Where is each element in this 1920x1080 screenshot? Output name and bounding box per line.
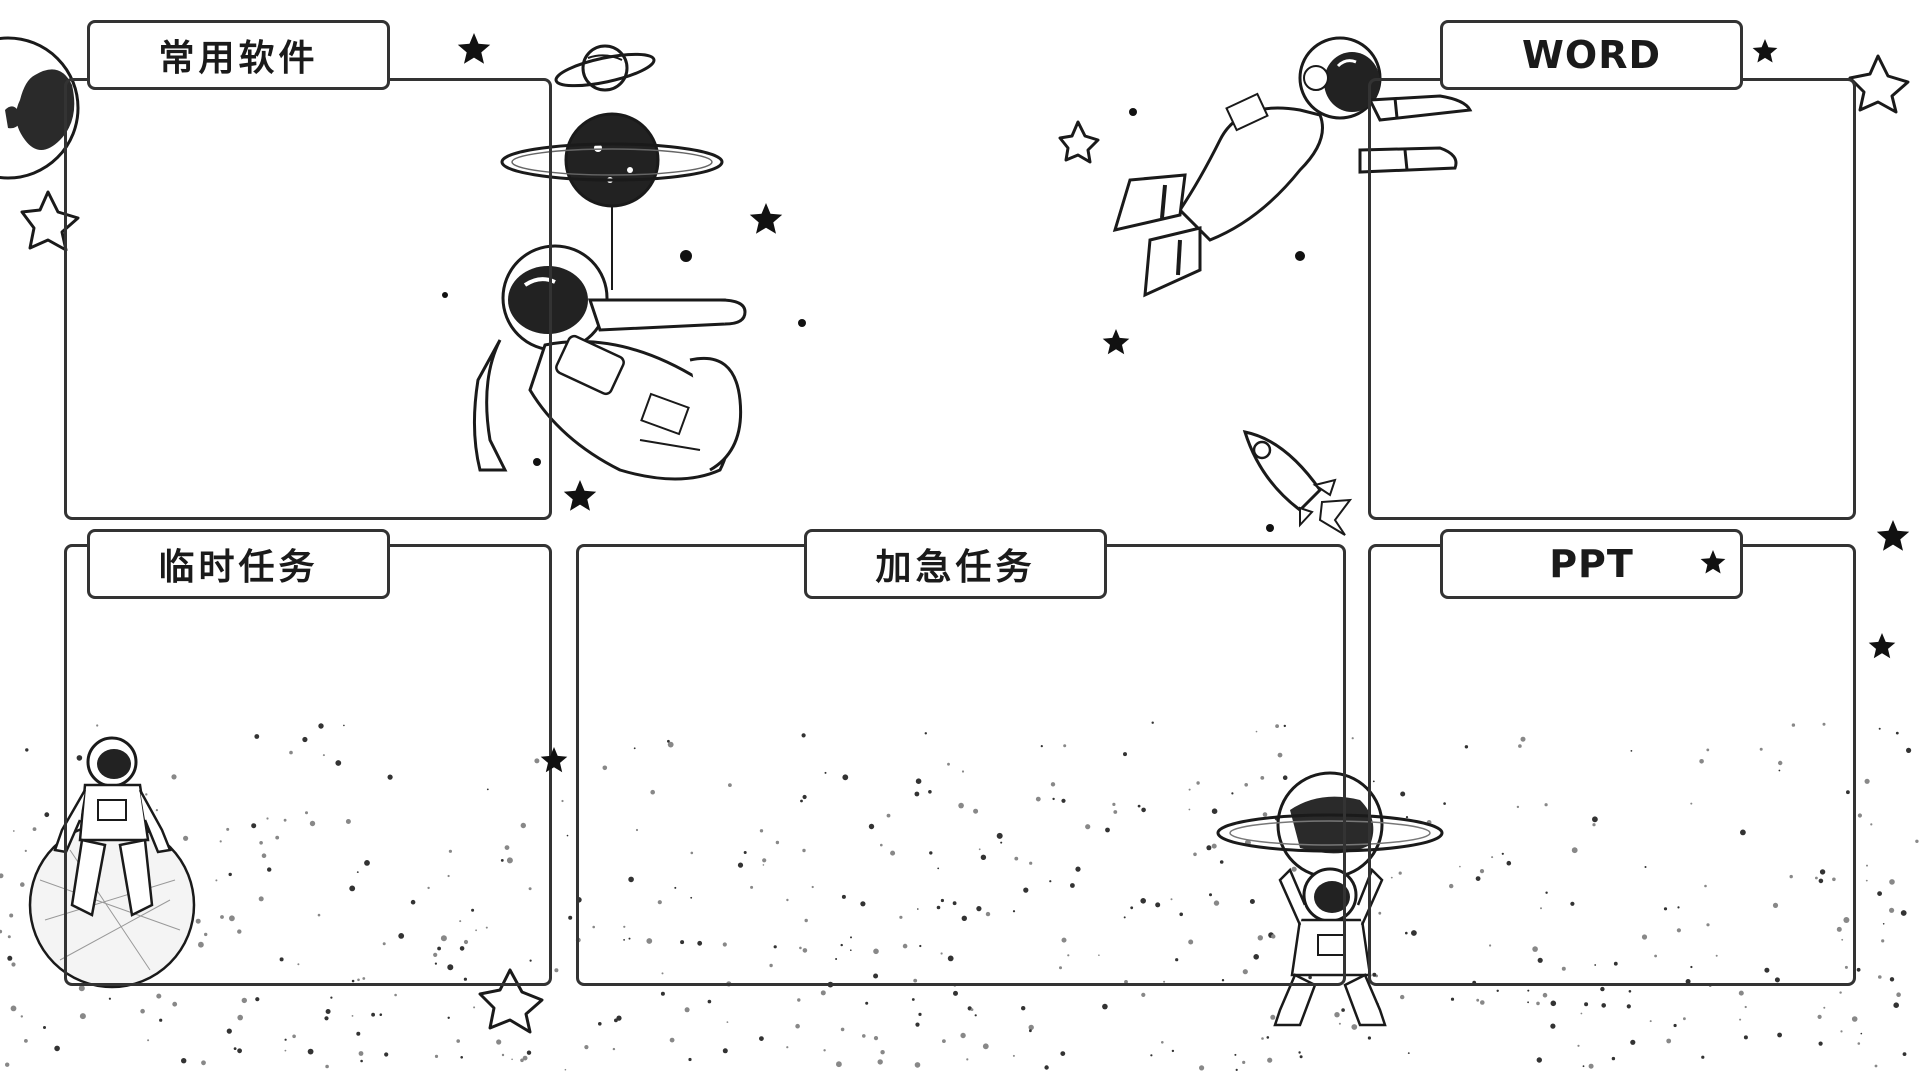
astronaut-balloon-icon	[472, 112, 747, 481]
panel-ppt	[1368, 544, 1856, 986]
ringed-planet-icon	[554, 44, 656, 92]
floating-astronaut-icon	[1112, 36, 1473, 298]
panel-title-urgent-tasks: 加急任务	[804, 529, 1107, 599]
star-outline-icon	[478, 968, 544, 1034]
panel-title-temporary-tasks: 临时任务	[87, 529, 390, 599]
panel-title-ppt: PPT	[1440, 529, 1743, 599]
star-outline-icon	[20, 190, 80, 252]
star-outline-icon	[1848, 54, 1910, 114]
panel-common-software	[64, 78, 552, 520]
panel-title-word: WORD	[1440, 20, 1743, 90]
panel-title-common-software: 常用软件	[87, 20, 390, 90]
rocket-icon	[1242, 430, 1353, 536]
planet-icon	[0, 36, 80, 180]
panel-temporary-tasks	[64, 544, 552, 986]
panel-urgent-tasks	[576, 544, 1346, 986]
star-outline-icon	[1058, 120, 1100, 164]
sitting-astronaut-icon	[28, 736, 196, 989]
astronaut-holding-planet-icon	[1216, 771, 1444, 1027]
panel-word	[1368, 78, 1856, 520]
